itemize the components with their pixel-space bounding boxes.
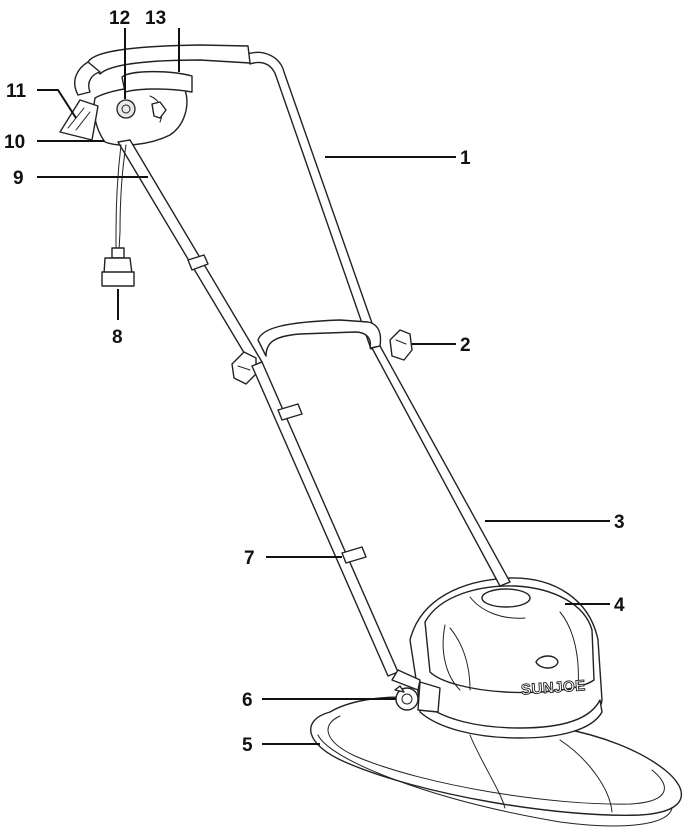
callout-1: 1 <box>460 148 471 169</box>
mower-deck <box>310 696 682 827</box>
motor-housing: SUNJOE <box>409 577 603 739</box>
brand-logo-text: SUNJOE <box>521 677 587 698</box>
callout-13: 13 <box>145 8 166 29</box>
plug-body <box>101 271 135 287</box>
callout-5: 5 <box>242 735 253 756</box>
leader-lines <box>37 28 610 745</box>
middle-handle-grip <box>257 319 382 357</box>
callout-10: 10 <box>4 132 25 153</box>
callout-11: 11 <box>6 81 27 102</box>
callout-7: 7 <box>244 548 255 569</box>
callout-8: 8 <box>112 327 123 348</box>
callout-6: 6 <box>242 690 253 711</box>
cord-clips <box>187 254 367 564</box>
lower-handle <box>251 345 511 691</box>
leader-11 <box>37 89 77 119</box>
power-cord <box>101 144 135 287</box>
handle-knob-right <box>389 329 413 361</box>
brand-logo-emblem <box>535 655 559 669</box>
callout-9: 9 <box>13 168 24 189</box>
callout-labels: 1 2 3 4 5 6 7 8 9 10 11 12 13 <box>4 8 625 756</box>
callout-2: 2 <box>460 335 471 356</box>
callout-12: 12 <box>109 8 130 29</box>
upper-handle <box>59 44 381 367</box>
callout-3: 3 <box>614 512 625 533</box>
callout-4: 4 <box>614 595 625 616</box>
